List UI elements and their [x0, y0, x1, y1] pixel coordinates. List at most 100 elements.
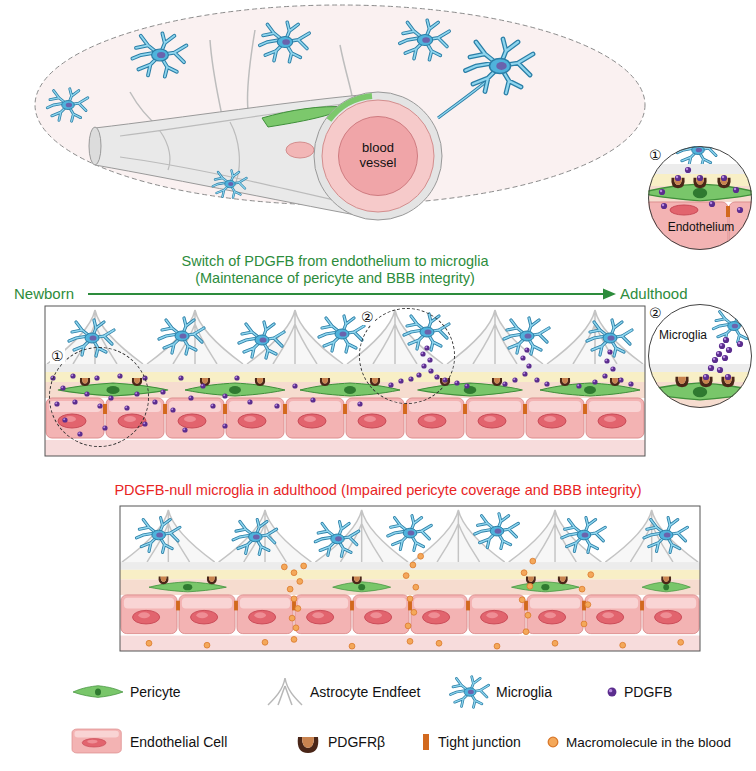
overview-part [322, 100, 434, 212]
panel-null-part [562, 518, 606, 553]
panel-normal-part [440, 378, 450, 386]
leaking-macromolecules-part [405, 623, 411, 629]
inset-microglia-part-part [675, 377, 688, 387]
pdgfb-dots-part [247, 399, 252, 404]
pdgfb-dots-part [60, 385, 65, 390]
panel-normal-part [80, 378, 90, 386]
pdgfb-dots-part [124, 405, 129, 410]
pdgfb-dots-part [134, 391, 139, 396]
leaking-macromolecules-part [293, 625, 299, 631]
leaking-macromolecules-part [289, 615, 295, 621]
panel-null-part [315, 521, 359, 556]
leaking-macromolecules-part [297, 579, 303, 585]
legend-label: PDGFRβ [328, 734, 385, 751]
legend-label: Tight junction [438, 734, 521, 751]
legend-swatches-part [72, 729, 121, 753]
legend-swatches-part [268, 678, 302, 705]
panel-null-part [352, 577, 362, 585]
leaking-macromolecules-part [523, 629, 529, 635]
pdgfb-dots-part [72, 399, 77, 404]
leaking-macromolecules-part [403, 573, 409, 579]
leaking-macromolecules [146, 553, 683, 649]
panel-normal-part [540, 383, 640, 396]
inset-microglia [640, 304, 756, 408]
overview-part [132, 33, 186, 76]
leaking-macromolecules-part [527, 583, 533, 589]
inset-label: Endothelium [668, 221, 735, 235]
overview-part [400, 20, 450, 60]
pdgfb-dots-part [421, 363, 426, 368]
panel-heading: PDGFB-null microglia in adulthood (Impai… [114, 482, 641, 499]
inset-endothelium-part [640, 134, 756, 254]
panel-null-part [207, 577, 217, 585]
pdgfb-dots-part [420, 351, 425, 356]
pdgfb-dots [50, 345, 633, 436]
inset-microglia-part-part [648, 364, 752, 372]
overview-part [260, 22, 310, 62]
overview-part [47, 89, 88, 121]
inset-endothelium-part-part [670, 205, 698, 215]
panel-frame [45, 306, 645, 456]
panel-null-part [136, 518, 180, 553]
leaking-macromolecules-part [410, 562, 416, 568]
panel-null [120, 506, 700, 651]
zoom-circle: ① [49, 347, 149, 447]
legend-label: Astrocyte Endfeet [310, 684, 421, 701]
vessel-lumen: blood vessel [338, 116, 418, 196]
pdgfb-dots-part [442, 377, 447, 382]
pdgfb-dots-part [502, 381, 507, 386]
pdgfb-dots-part [70, 373, 75, 378]
pdgfb-dots-part [428, 368, 433, 373]
pdgfb-dots-part [520, 355, 525, 360]
overview-part [329, 96, 372, 120]
inset-microglia-part-part [719, 343, 725, 349]
overview-part [286, 142, 314, 158]
pdgfb-dots-part [544, 381, 549, 386]
zoom-circle: ② [359, 308, 455, 404]
leaking-macromolecules-part [411, 609, 417, 615]
legend-label: Macromolecule in the blood [566, 734, 731, 751]
pdgfb-dots-part [292, 383, 297, 388]
pdgfb-dots-part [618, 377, 623, 382]
inset-microglia-part-part [723, 337, 729, 343]
pdgfb-dots-part [160, 389, 165, 394]
leaking-macromolecules-part [281, 564, 287, 570]
panel-normal-part [185, 383, 285, 396]
leaking-macromolecules-part [349, 643, 355, 649]
leaking-macromolecules-part [301, 563, 307, 569]
pdgfb-dots-part [234, 375, 239, 380]
pdgfb-dots-part [524, 347, 529, 352]
leaking-macromolecules-part [291, 570, 297, 576]
panel-null-part [120, 506, 700, 651]
panel-heading: Switch of PDGFB from endothelium to micr… [145, 253, 525, 287]
leaking-macromolecules-part [530, 558, 536, 564]
pdgfb-dots-part [512, 377, 517, 382]
panel-normal-part [319, 316, 364, 352]
pdgfb-dots-part [534, 377, 539, 382]
inset-endothelium-part-part [697, 175, 703, 181]
inset-microglia-part-part [713, 310, 754, 342]
inset-circle: ②Microglia [648, 304, 752, 408]
leaking-macromolecules-part [287, 586, 293, 592]
pdgfb-dots-part [102, 425, 107, 430]
pdgfb-dots-part [188, 395, 193, 400]
inset-endothelium-part-part [709, 201, 715, 207]
pdgfb-dots-part [424, 345, 429, 350]
inset-microglia-part-part [712, 357, 718, 363]
inset-microglia-part-part [640, 383, 756, 400]
pdgfb-dots-part [628, 381, 633, 386]
pdgfb-dots-part [310, 397, 315, 402]
pdgfb-dots-part [274, 403, 279, 408]
pdgfb-dots-part [77, 431, 82, 436]
overview-part [89, 127, 101, 165]
leaking-macromolecules-part [581, 621, 587, 627]
panel-null-part [475, 514, 519, 549]
panel-normal-part [560, 378, 570, 386]
leaking-macromolecules-part [552, 640, 558, 646]
panel-null-part [159, 577, 169, 585]
inset-microglia-part-part [722, 355, 728, 361]
callout-number: ② [360, 309, 375, 325]
panel-normal-part [239, 322, 284, 358]
inset-endothelium-part-part [677, 134, 718, 166]
